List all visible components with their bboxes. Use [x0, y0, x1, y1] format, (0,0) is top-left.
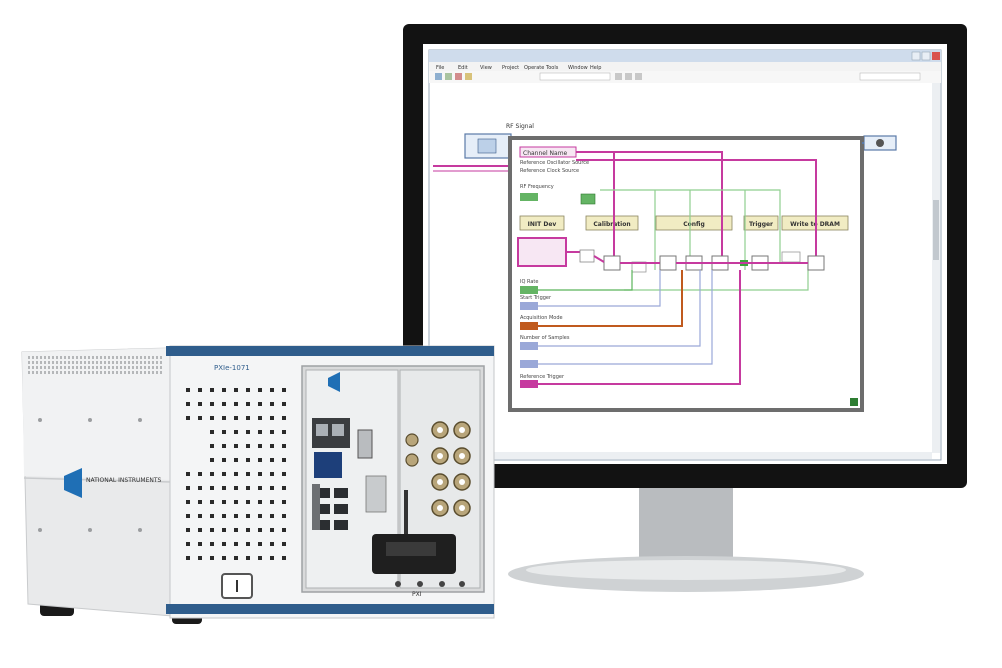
- close-button[interactable]: [932, 52, 940, 60]
- run-icon[interactable]: [435, 73, 442, 80]
- font-select[interactable]: [539, 72, 611, 81]
- function-block[interactable]: [519, 215, 565, 231]
- function-block-label: INIT Dev: [528, 221, 557, 228]
- pause-icon[interactable]: [465, 73, 472, 80]
- front-vents: [186, 388, 286, 560]
- scrollbar-thumb[interactable]: [933, 200, 939, 260]
- constant-terminal[interactable]: [580, 193, 596, 205]
- diagram-label: Reference Trigger: [520, 374, 565, 380]
- brand-label: NATIONAL INSTRUMENTS: [86, 477, 162, 484]
- menu-bar: [429, 62, 941, 71]
- model-label: PXIe-1071: [214, 364, 250, 372]
- vi-node[interactable]: [659, 255, 677, 271]
- diagram-label: Reference Oscillator Source: [520, 160, 589, 166]
- function-block[interactable]: [655, 215, 733, 231]
- block-diagram: RF Signal Channel Name Reference Oscilla…: [433, 123, 897, 412]
- iq-rate-terminal[interactable]: [520, 322, 538, 330]
- maximize-button[interactable]: [921, 51, 931, 61]
- function-block[interactable]: [585, 215, 639, 231]
- minimize-button[interactable]: [911, 51, 921, 61]
- window-title-bar: [429, 50, 941, 62]
- left-terminal[interactable]: [464, 133, 512, 159]
- usb3-ports[interactable]: [314, 452, 342, 478]
- menu-item-help[interactable]: Help: [590, 65, 601, 71]
- channel-name-label: Channel Name: [523, 150, 568, 157]
- stop-terminal[interactable]: [850, 398, 858, 406]
- toolbar-icons: [435, 72, 921, 81]
- menu-item-project[interactable]: Project: [502, 65, 519, 71]
- delay-terminal[interactable]: [520, 360, 538, 368]
- function-block[interactable]: [743, 215, 779, 231]
- pxi-chassis: NATIONAL INSTRUMENTS PXIe-1071: [21, 345, 495, 624]
- run-continuous-icon[interactable]: [445, 73, 452, 80]
- module-label: PXI: [412, 591, 422, 598]
- acq-mode-terminal[interactable]: [520, 302, 538, 310]
- menu-item-file[interactable]: File: [436, 65, 444, 71]
- rf-connectors[interactable]: [405, 421, 471, 517]
- function-block-label: Trigger: [749, 221, 773, 228]
- search-input[interactable]: [859, 72, 921, 81]
- abort-icon[interactable]: [455, 73, 462, 80]
- diagram-label: Reference Clock Source: [520, 168, 579, 174]
- menu-item-window[interactable]: Window: [568, 65, 588, 71]
- chassis-bottom-trim: [166, 604, 494, 614]
- usb-ports[interactable]: [316, 488, 348, 530]
- monitor-stand-neck: [639, 474, 733, 564]
- horizontal-scrollbar[interactable]: [429, 452, 932, 459]
- ref-trigger-terminal[interactable]: [520, 380, 538, 388]
- function-block-label: Config: [683, 221, 705, 228]
- cluster-control[interactable]: [517, 237, 567, 267]
- serial-port[interactable]: [357, 429, 373, 459]
- diagram-label: Acquisition Mode: [520, 315, 563, 321]
- front-indicators: [395, 581, 465, 587]
- start-trigger-terminal[interactable]: [520, 286, 538, 294]
- samples-terminal[interactable]: [520, 342, 538, 350]
- function-block-label: Calibration: [593, 221, 630, 228]
- while-loop-frame: [508, 136, 864, 412]
- menu-item-view[interactable]: View: [480, 65, 492, 71]
- diagram-label: Start Trigger: [520, 295, 552, 301]
- vi-node[interactable]: [781, 251, 801, 263]
- diagram-label: IQ Rate: [520, 279, 538, 285]
- rf-frequency-terminal[interactable]: [520, 193, 538, 201]
- diagram-label: Number of Samples: [520, 335, 570, 341]
- side-vents: [28, 356, 162, 532]
- vi-node[interactable]: [603, 255, 621, 271]
- ni-logo: NATIONAL INSTRUMENTS: [64, 468, 162, 498]
- diagram-label: RF Frequency: [520, 184, 554, 190]
- vertical-scrollbar[interactable]: [932, 83, 940, 453]
- menu-item-edit[interactable]: Edit: [458, 65, 468, 71]
- align-icon[interactable]: [615, 73, 622, 80]
- reorder-icon[interactable]: [635, 73, 642, 80]
- menu-item-tools[interactable]: Tools: [545, 65, 559, 71]
- vi-node[interactable]: [579, 249, 595, 263]
- frame-label: RF Signal: [506, 123, 534, 130]
- menu-item-operate[interactable]: Operate: [524, 65, 544, 71]
- distribute-icon[interactable]: [625, 73, 632, 80]
- chassis-top-trim: [166, 346, 494, 356]
- vi-node[interactable]: [807, 255, 825, 271]
